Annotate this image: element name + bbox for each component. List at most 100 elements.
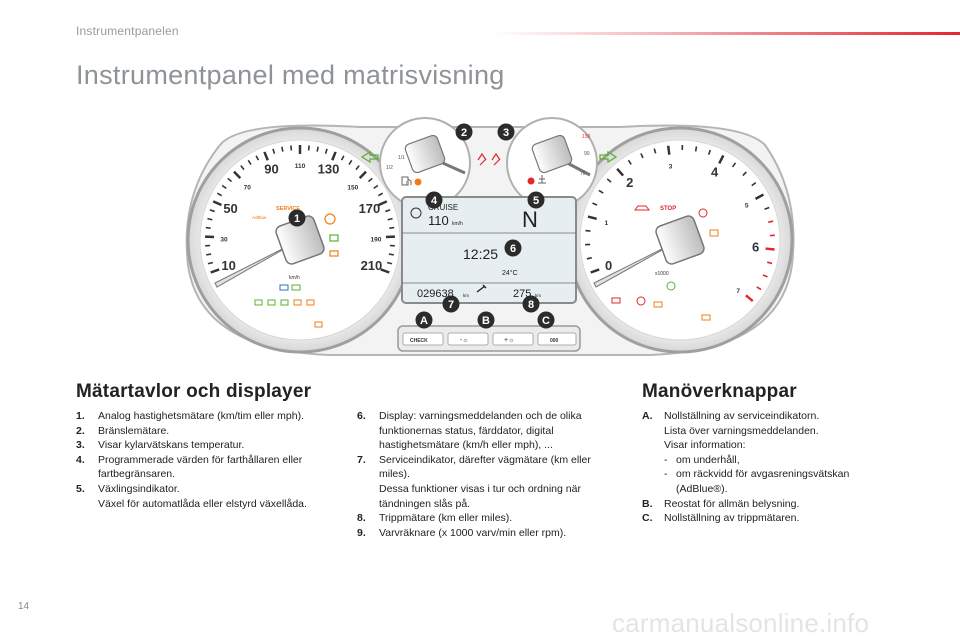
display-gear: N (522, 207, 538, 232)
fuel-label-half: 1/2 (386, 165, 393, 171)
callout-marker (522, 295, 540, 313)
speedometer-label: 110 (295, 163, 306, 170)
seatbelt-icon (477, 152, 487, 166)
tachometer-tick (756, 286, 762, 291)
speedometer-tick (255, 155, 260, 161)
tachometer-tick (764, 206, 770, 210)
speedometer-tick (331, 151, 337, 161)
list-item-number: 5. (76, 482, 85, 495)
speedometer-tick (378, 200, 388, 207)
display-speed-value: 110 (428, 213, 449, 228)
tachometer-label: 0 (605, 258, 612, 273)
trip-reset-button[interactable] (537, 332, 577, 346)
list-item: 8.Trippmätare (km eller miles). (357, 511, 619, 526)
tachometer-tick (762, 274, 768, 278)
callout-marker (425, 191, 443, 209)
temp-label-mid: 90 (584, 151, 590, 157)
tachometer-tick (731, 162, 737, 168)
speedometer-tick (263, 151, 269, 161)
list-item-text: Display: varningsmeddelanden och de olik… (379, 410, 582, 452)
speedometer-tick (367, 177, 373, 183)
tachometer-label: 6 (752, 240, 759, 255)
display-odometer: 029638 (417, 288, 454, 300)
list-item-text: Nollställning av serviceindikatorn. (664, 410, 820, 422)
speedometer-tick (206, 253, 212, 256)
list-item: B.Reostat för allmän belysning. (642, 497, 892, 512)
list-item-number: C. (642, 512, 653, 525)
sub-item: -om underhåll, (664, 453, 740, 466)
display-odometer-unit: km (463, 293, 469, 298)
list-item: 2.Bränslemätare. (76, 424, 321, 439)
callout-marker (415, 311, 433, 329)
tachometer-tick (765, 247, 775, 251)
list-item: 4.Programmerade värden för farthållaren … (76, 453, 321, 482)
speedometer-tick (210, 268, 220, 274)
header-section-label: Instrumentpanelen (76, 24, 179, 38)
speedometer-label: 90 (264, 162, 278, 177)
tachometer-tick (751, 182, 757, 187)
section-title-gauges: Mätartavlor och displayer (76, 381, 312, 402)
callout-marker (477, 311, 495, 329)
list-item-text: Visar kylarvätskans temperatur. (98, 439, 245, 452)
speedometer-tick (209, 209, 215, 213)
dim-up-button[interactable] (492, 332, 534, 346)
tachometer-unit: x1000 (655, 271, 669, 277)
speedometer-indicator-row (254, 284, 323, 328)
callout-marker (527, 191, 545, 209)
section-title-controls: Manöverknappar (642, 381, 797, 402)
list-item-number: 3. (76, 439, 85, 452)
list-item-text: Reostat för allmän belysning. (664, 497, 800, 510)
speedometer-label: 210 (361, 258, 383, 273)
tachometer-tick (616, 167, 625, 177)
tachometer-tick (745, 294, 754, 303)
list-item: 7.Serviceindikator, därefter vägmätare (… (357, 453, 619, 511)
list-item-line: Visar information: (664, 439, 746, 452)
dim-up-button-label: +☼ (504, 337, 515, 344)
tachometer-tick (707, 149, 712, 155)
tachometer-label: 1 (605, 220, 609, 227)
tachometer-indicator-row (611, 205, 719, 321)
list-item-text: Bränslemätare. (98, 424, 170, 437)
callout-marker (537, 311, 555, 329)
speedometer-tick (233, 170, 242, 180)
fuel-low-dot (414, 178, 422, 186)
tachometer-tick (592, 202, 598, 206)
callout-label: 7 (448, 299, 454, 311)
list-item: 6.Display: varningsmeddelanden och de ol… (357, 409, 619, 453)
watermark: carmanualsonline.info (612, 608, 870, 638)
left-turn-arrow-icon (360, 150, 379, 164)
callout-label: C (542, 315, 550, 327)
parking-light-icon (329, 234, 339, 242)
speedometer-ticks (205, 145, 395, 274)
callout-label: A (420, 315, 428, 327)
speedometer-tick (389, 226, 395, 230)
speedometer-tick (221, 184, 227, 190)
temp-label-low: 70 (580, 171, 586, 177)
tachometer-tick (767, 261, 773, 265)
controls-list: A. Nollställning av serviceindikatorn. L… (642, 409, 892, 526)
tachometer-tick (768, 220, 774, 223)
speedometer-tick (316, 146, 319, 152)
dim-down-button[interactable] (447, 332, 489, 346)
tachometer-tick (590, 268, 600, 274)
right-turn-arrow-icon (599, 150, 618, 164)
speedometer-tick (380, 268, 390, 274)
sub-item-text: om underhåll, (676, 453, 740, 466)
callout-label: 2 (461, 127, 467, 139)
tachometer-tick (606, 178, 612, 183)
list-item: 1.Analog hastighetsmätare (km/tim eller … (76, 409, 321, 424)
check-button[interactable] (402, 332, 444, 346)
cruise-icon (410, 207, 422, 219)
tachometer-tick (653, 148, 657, 154)
seatbelt-icon-2 (491, 152, 501, 166)
callout-label: 6 (510, 243, 516, 255)
dim-down-button-label: -☼ (460, 337, 469, 344)
speedometer-tick (386, 261, 393, 265)
speedometer-tick (281, 146, 284, 152)
list-item-number: 1. (76, 410, 85, 422)
tachometer-label: 7 (736, 288, 740, 295)
speedometer-unit: km/h (289, 275, 300, 281)
tachometer-tick (627, 159, 632, 165)
